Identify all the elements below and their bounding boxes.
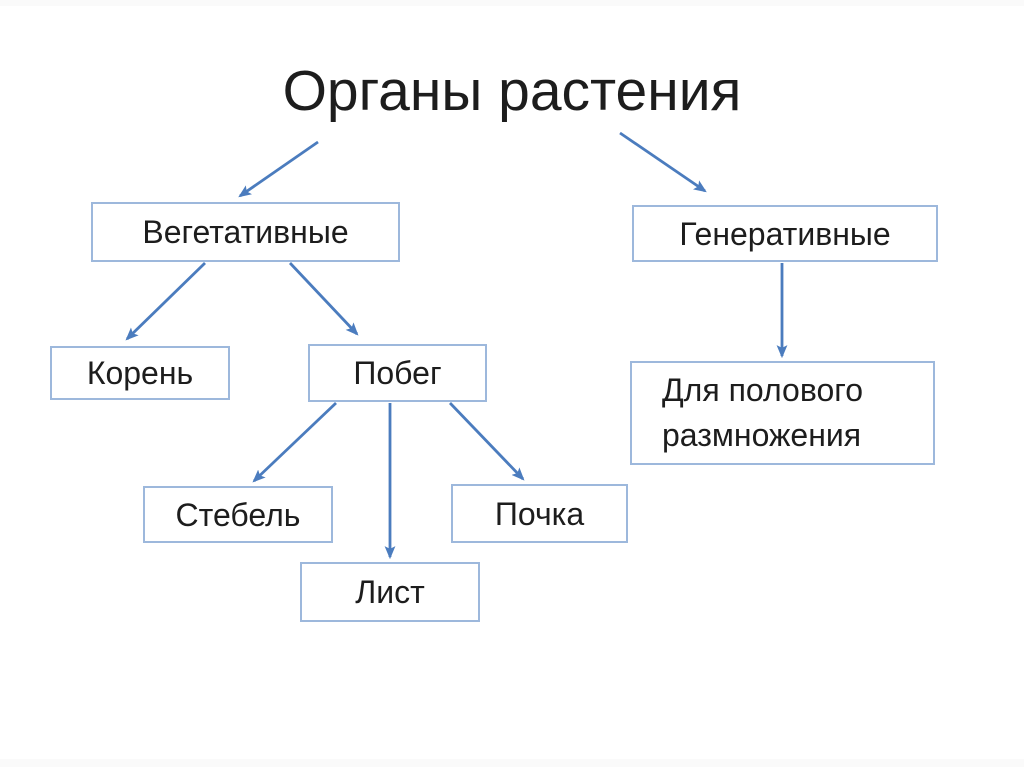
edge-shoot-bud bbox=[448, 402, 525, 481]
edge-vegetative-shoot bbox=[288, 262, 359, 336]
node-sexual-reproduction: Для полового размножения bbox=[630, 361, 935, 465]
edge-shoot-stem bbox=[252, 401, 337, 483]
slide-bottom-margin bbox=[0, 759, 1024, 767]
node-shoot: Побег bbox=[308, 344, 487, 402]
node-stem: Стебель bbox=[143, 486, 333, 543]
page-title: Органы растения bbox=[282, 59, 742, 123]
node-leaf: Лист bbox=[300, 562, 480, 622]
node-root: Корень bbox=[50, 346, 230, 400]
edge-vegetative-root bbox=[125, 261, 206, 341]
slide-top-margin bbox=[0, 0, 1024, 6]
edge-title-generative bbox=[619, 131, 707, 193]
edge-title-vegetative bbox=[238, 140, 319, 198]
node-bud: Почка bbox=[451, 484, 628, 543]
node-vegetative: Вегетативные bbox=[91, 202, 400, 262]
node-generative: Генеративные bbox=[632, 205, 938, 262]
